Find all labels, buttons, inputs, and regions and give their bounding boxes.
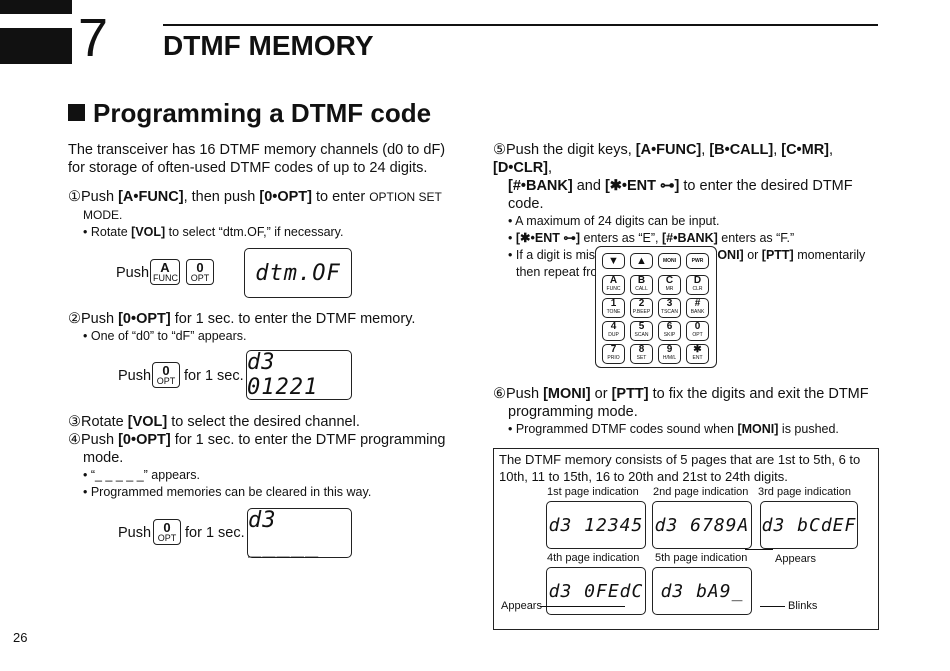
caption-page-1: 1st page indication [547, 486, 639, 498]
keypad-top-key: MONI [658, 253, 681, 269]
fig3-push-label: Push [118, 525, 152, 541]
pages-info-text: The DTMF memory consists of 5 pages that… [499, 452, 861, 484]
lcd-display-dtm: dtm.OF [244, 248, 352, 298]
lcd-display-d3-01221: d3 01221 [246, 350, 352, 400]
fig2-push-label: Push [118, 368, 152, 384]
keypad-key: ✱ENT [686, 344, 709, 364]
intro-paragraph: The transceiver has 16 DTMF memory chann… [68, 142, 446, 176]
caption-page-2: 2nd page indication [653, 486, 749, 498]
chapter-number: 7 [78, 8, 109, 68]
page-number: 26 [13, 630, 28, 645]
lcd-page-4: d3 0FEdC [546, 567, 646, 615]
keypad-top-key: ▼ [602, 253, 625, 269]
step-6: ⑥Push [MONI] or [PTT] to fix the digits … [493, 386, 869, 436]
lcd-page-5: d3 bA9_ [652, 567, 752, 615]
step-5: ⑤Push the digit keys, [A•FUNC], [B•CALL]… [493, 142, 866, 279]
keypad-key: #BANK [686, 298, 709, 318]
blinks-arrow [760, 606, 785, 607]
caption-page-5: 5th page indication [655, 552, 748, 564]
lcd-page-1: d3 12345 [546, 501, 646, 549]
chapter-title: DTMF MEMORY [163, 30, 374, 61]
fig3-duration: for 1 sec. [185, 525, 245, 541]
blinks-label: Blinks [788, 600, 818, 612]
chapter-bar [0, 28, 72, 64]
step-3: ③Rotate [VOL] to select the desired chan… [68, 414, 360, 430]
header-rule [163, 24, 878, 26]
step-1: ①Push [A•FUNC], then push [0•OPT] to ent… [68, 189, 442, 239]
fig1-push-label: Push [116, 265, 150, 281]
lcd-page-3: d3 bCdEF [760, 501, 858, 549]
fig2-duration: for 1 sec. [184, 368, 244, 384]
keypad-top-key: PWR [686, 253, 709, 269]
appears-arrow-left [540, 606, 625, 607]
appears-arrow-right [745, 549, 773, 550]
pages-info-box [493, 448, 879, 630]
chapter-bar-top [0, 0, 72, 14]
caption-page-3: 3rd page indication [758, 486, 851, 498]
caption-page-4: 4th page indication [547, 552, 640, 564]
square-bullet-icon [68, 104, 85, 121]
step-4: ④Push [0•OPT] for 1 sec. to enter the DT… [68, 432, 446, 499]
appears-label-left: Appears [501, 600, 542, 612]
lcd-display-d3-blank: d3 _____ [247, 508, 352, 558]
lcd-page-2: d3 6789A [652, 501, 752, 549]
keypad-top-key: ▲ [630, 253, 653, 269]
section-title: Programming a DTMF code [68, 98, 431, 129]
step-2: ②Push [0•OPT] for 1 sec. to enter the DT… [68, 311, 416, 343]
appears-label-right: Appears [775, 553, 816, 565]
